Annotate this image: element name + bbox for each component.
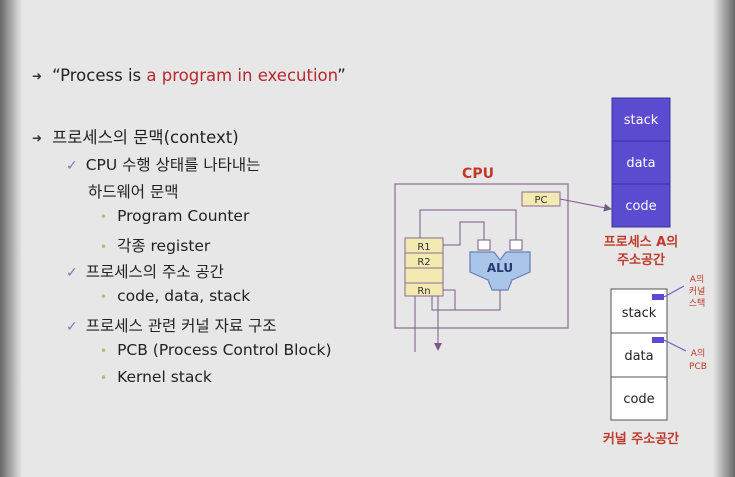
svg-text:stack: stack	[624, 113, 659, 128]
svg-text:스택: 스택	[689, 298, 706, 309]
svg-text:data: data	[624, 349, 653, 364]
svg-text:data: data	[626, 156, 655, 171]
svg-text:주소공간: 주소공간	[617, 252, 665, 268]
pc-label: PC	[534, 195, 547, 206]
alu-label: ALU	[487, 261, 513, 275]
svg-text:stack: stack	[622, 306, 657, 321]
process-space-caption: 프로세스 A의	[604, 234, 678, 250]
svg-text:code: code	[623, 392, 654, 407]
svg-text:PCB: PCB	[689, 362, 707, 372]
svg-text:code: code	[625, 199, 656, 214]
pcb-marker	[652, 337, 664, 343]
kernel-space-caption: 커널 주소공간	[603, 431, 679, 447]
kernel-stack-marker	[652, 294, 664, 300]
register-r2: R2	[417, 257, 430, 268]
register-rn: Rn	[417, 286, 430, 297]
cpu-label: CPU	[462, 166, 494, 182]
pcb-note: A의	[691, 348, 705, 359]
svg-text:커널: 커널	[689, 286, 706, 297]
register-r1: R1	[417, 242, 430, 253]
kernel-stack-note: A의	[690, 274, 704, 285]
